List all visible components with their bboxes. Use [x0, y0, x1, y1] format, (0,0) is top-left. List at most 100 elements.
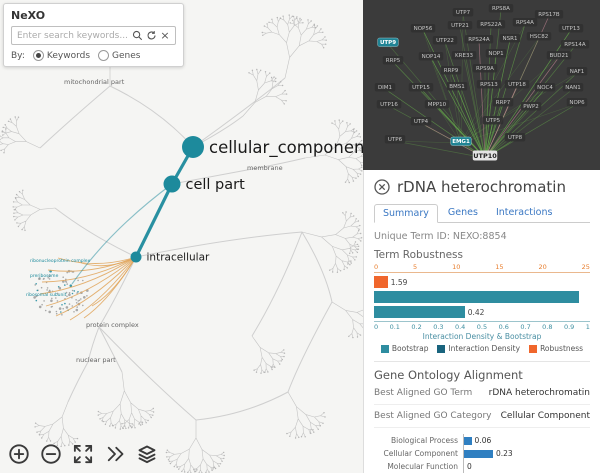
network-node[interactable]: NOP1 — [485, 49, 507, 58]
network-node[interactable]: MPP10 — [424, 100, 450, 109]
close-term-icon[interactable] — [374, 179, 390, 195]
network-node[interactable]: UTP4 — [410, 117, 432, 126]
network-node[interactable]: UTP18 — [504, 80, 530, 89]
network-node[interactable]: UTP9 — [377, 37, 399, 47]
network-node[interactable]: UTP5 — [482, 116, 504, 125]
network-node[interactable]: UTP6 — [384, 135, 406, 144]
network-node[interactable]: NOP14 — [418, 52, 444, 61]
svg-text:NOP6: NOP6 — [569, 100, 585, 106]
layers-button[interactable] — [136, 443, 158, 465]
network-node[interactable]: NAN1 — [562, 83, 584, 92]
tree-node-label[interactable]: cell part — [186, 177, 246, 193]
reset-icon[interactable] — [144, 30, 158, 41]
tab-interactions[interactable]: Interactions — [495, 207, 553, 218]
fit-to-screen-button[interactable] — [72, 443, 94, 465]
tree-node-label[interactable]: mitochondrial part — [64, 78, 125, 86]
network-node[interactable]: RRP7 — [492, 98, 514, 107]
network-node[interactable]: EMG1 — [450, 136, 472, 146]
network-node[interactable]: RPS17B — [534, 10, 564, 19]
network-node[interactable]: RRP9 — [440, 66, 462, 75]
svg-text:RPS4A: RPS4A — [516, 20, 534, 26]
tab-genes[interactable]: Genes — [447, 207, 478, 218]
tree-node-label[interactable]: cellular_component — [209, 138, 363, 158]
network-node[interactable]: NSR1 — [499, 34, 521, 43]
network-node[interactable]: RPS8A — [488, 4, 514, 13]
term-robustness-label: Term Robustness — [374, 249, 463, 261]
network-node[interactable]: BMS1 — [446, 82, 468, 91]
network-node[interactable]: UTP16 — [376, 100, 402, 109]
network-node[interactable]: RPS9A — [472, 64, 498, 73]
network-node[interactable]: RPS14A — [560, 40, 590, 49]
tree-node-label[interactable]: ribosomal subunit — [26, 292, 67, 298]
svg-text:DIM1: DIM1 — [378, 85, 392, 91]
radio-keywords[interactable]: Keywords — [32, 50, 90, 61]
svg-text:NOC4: NOC4 — [537, 85, 553, 91]
svg-text:RRP9: RRP9 — [444, 68, 459, 74]
svg-text:NOP14: NOP14 — [422, 54, 441, 60]
tree-node-label[interactable]: preribosome — [30, 273, 59, 279]
tree-node-label[interactable]: intracellular — [147, 252, 211, 264]
network-node[interactable]: UTP22 — [432, 36, 458, 45]
network-node[interactable]: DIM1 — [374, 83, 396, 92]
svg-text:BUD21: BUD21 — [549, 53, 568, 59]
svg-text:RPS9A: RPS9A — [476, 66, 494, 72]
legend-item: Robustness — [529, 344, 583, 353]
term-detail-panel: rDNA heterochromatin Summary Genes Inter… — [363, 170, 600, 473]
tree-node-label[interactable]: nuclear part — [76, 356, 116, 364]
network-node[interactable]: RPS4A — [512, 18, 538, 27]
svg-text:RRP5: RRP5 — [386, 58, 401, 64]
network-node[interactable]: NOP56 — [410, 24, 436, 33]
tab-summary[interactable]: Summary — [374, 204, 438, 223]
network-node[interactable]: NAF1 — [566, 67, 588, 76]
svg-text:UTP6: UTP6 — [388, 137, 403, 143]
tree-node-label[interactable]: membrane — [247, 164, 283, 172]
search-icon[interactable] — [130, 30, 144, 41]
network-node[interactable]: HSC82 — [526, 32, 552, 41]
network-node[interactable]: RPS13 — [476, 80, 502, 89]
tree-node-label[interactable]: protein complex — [86, 321, 139, 329]
svg-text:UTP18: UTP18 — [508, 82, 526, 88]
network-node[interactable]: RPS22A — [476, 20, 506, 29]
network-node[interactable]: UTP15 — [408, 83, 434, 92]
network-node[interactable]: KRE33 — [451, 51, 477, 60]
svg-text:RPS13: RPS13 — [480, 82, 498, 88]
network-node[interactable]: UTP7 — [452, 8, 474, 17]
network-node[interactable]: NOC4 — [534, 83, 556, 92]
svg-text:HSC82: HSC82 — [530, 34, 548, 40]
network-node[interactable]: UTP21 — [447, 21, 473, 30]
tree-node-label[interactable]: ribonucleoprotein complex — [30, 258, 90, 264]
network-node[interactable]: UTP8 — [504, 133, 526, 142]
expand-tree-button[interactable] — [104, 443, 126, 465]
svg-text:UTP4: UTP4 — [414, 119, 429, 125]
robustness-caption: Interaction Density & Bootstrap — [422, 332, 542, 341]
zoom-controls — [8, 443, 158, 465]
clear-icon[interactable]: × — [160, 29, 170, 42]
network-node[interactable]: UTP13 — [558, 24, 584, 33]
zoom-out-button[interactable] — [40, 443, 62, 465]
svg-text:UTP5: UTP5 — [486, 118, 501, 124]
network-node[interactable]: PWP2 — [520, 102, 542, 111]
search-input[interactable] — [15, 29, 130, 42]
svg-text:MPP10: MPP10 — [428, 102, 447, 108]
svg-text:RPS14A: RPS14A — [564, 42, 586, 48]
zoom-in-button[interactable] — [8, 443, 30, 465]
network-node[interactable]: BUD21 — [546, 51, 572, 60]
network-node[interactable]: NOP6 — [566, 98, 588, 107]
network-node[interactable]: RPS24A — [464, 35, 494, 44]
legend-item: Interaction Density — [437, 344, 520, 353]
network-node[interactable]: UTP10 — [472, 150, 498, 161]
network-node[interactable]: RRP5 — [382, 56, 404, 65]
radio-genes[interactable]: Genes — [98, 50, 140, 61]
